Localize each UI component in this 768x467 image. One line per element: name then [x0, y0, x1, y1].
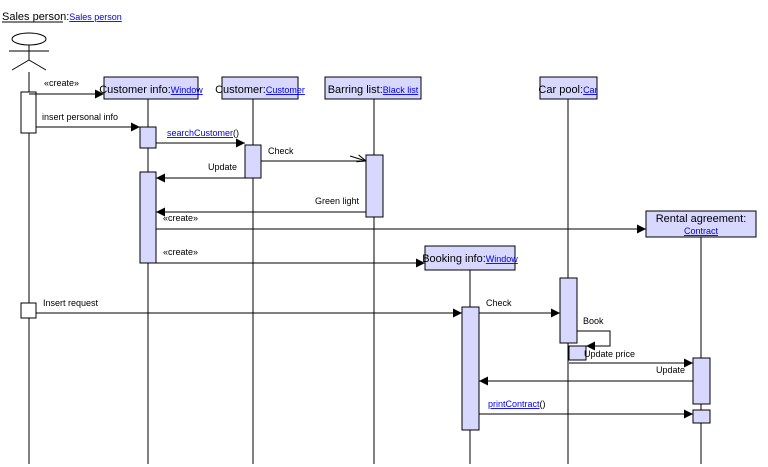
object-rental-agreement-sep: : — [743, 213, 746, 225]
object-customer-sep: : — [263, 84, 266, 96]
message-create-customer-info: «create» — [29, 78, 104, 99]
object-customer-name: Customer — [215, 84, 263, 96]
message-insert-request-label: Insert request — [43, 298, 99, 308]
message-check-car-pool-label: Check — [486, 298, 512, 308]
message-print-contract-link[interactable]: printContract — [488, 399, 540, 409]
message-green-light-label: Green light — [315, 196, 360, 206]
message-search-customer-link[interactable]: searchCustomer — [167, 128, 233, 138]
message-update-booking: Update — [479, 365, 693, 386]
object-rental-agreement[interactable]: Rental agreement : Contract — [645, 210, 757, 238]
message-print-contract: printContract () — [479, 399, 693, 419]
actor-type-link[interactable]: Sales person — [69, 12, 122, 22]
message-check-barring: Check — [261, 146, 366, 161]
object-booking-info-type-link[interactable]: Window — [486, 254, 519, 264]
object-car-pool[interactable]: Car pool : Car — [538, 76, 598, 100]
object-booking-info-sep: : — [483, 253, 486, 265]
activation-rental-agreement-2 — [692, 409, 711, 424]
activation-sales-person-1 — [20, 91, 37, 134]
message-update-price-label: Update price — [584, 349, 635, 359]
message-update-customer-info: Update — [156, 162, 245, 183]
activation-customer-info-1 — [139, 126, 157, 149]
actor-sep: : — [66, 11, 69, 23]
actor-name: Sales person — [2, 11, 66, 23]
message-check-car-pool: Check — [479, 298, 560, 318]
message-insert-request: Insert request — [36, 298, 462, 318]
object-car-pool-sep: : — [580, 84, 583, 96]
message-book-label: Book — [583, 316, 604, 326]
message-create-booking-info-label: «create» — [163, 247, 198, 257]
object-rental-agreement-type-link[interactable]: Contract — [684, 226, 719, 236]
message-create-booking-info: «create» — [156, 247, 425, 268]
message-search-customer-args: () — [233, 128, 239, 138]
activation-customer — [244, 144, 262, 179]
object-customer-info-sep: : — [168, 84, 171, 96]
message-update-customer-info-label: Update — [208, 162, 237, 172]
object-barring-list-name: Barring list — [328, 84, 380, 96]
message-book: Book — [577, 316, 611, 351]
object-booking-info[interactable]: Booking info : Window — [422, 245, 519, 271]
message-print-contract-args: () — [540, 399, 546, 409]
activation-barring-list — [365, 154, 384, 218]
message-insert-personal-info: insert personal info — [36, 112, 140, 132]
message-search-customer: searchCustomer () — [156, 128, 245, 148]
object-customer-type-link[interactable]: Customer — [266, 85, 305, 95]
activation-customer-info-2 — [139, 171, 157, 264]
activation-sales-person-2 — [20, 302, 37, 319]
object-booking-info-name: Booking info — [422, 253, 483, 265]
message-update-booking-label: Update — [656, 365, 685, 375]
object-car-pool-type-link[interactable]: Car — [583, 85, 598, 95]
object-barring-list-sep: : — [380, 84, 383, 96]
message-create-customer-info-label: «create» — [44, 78, 79, 88]
message-green-light: Green light — [156, 196, 366, 217]
object-customer[interactable]: Customer : Customer — [215, 76, 305, 100]
actor-stick-figure-icon — [9, 32, 49, 71]
object-customer-info[interactable]: Customer info : Window — [99, 76, 204, 100]
activation-car-pool-1 — [559, 277, 578, 344]
actor-header: Sales person : Sales person — [2, 11, 122, 23]
message-update-price: Update price — [569, 349, 693, 368]
object-customer-info-type-link[interactable]: Window — [171, 85, 204, 95]
message-create-rental-agreement: «create» — [156, 213, 646, 234]
message-create-rental-agreement-label: «create» — [163, 213, 198, 223]
object-customer-info-name: Customer info — [99, 84, 167, 96]
message-check-barring-label: Check — [268, 146, 294, 156]
activation-booking-info — [461, 306, 480, 431]
message-insert-personal-info-label: insert personal info — [42, 112, 118, 122]
activation-car-pool-2 — [568, 345, 587, 361]
activation-rental-agreement-1 — [692, 357, 711, 405]
object-barring-list[interactable]: Barring list : Black list — [324, 76, 422, 100]
object-car-pool-name: Car pool — [538, 84, 580, 96]
object-rental-agreement-name: Rental agreement — [656, 213, 743, 225]
object-barring-list-type-link[interactable]: Black list — [383, 85, 419, 95]
